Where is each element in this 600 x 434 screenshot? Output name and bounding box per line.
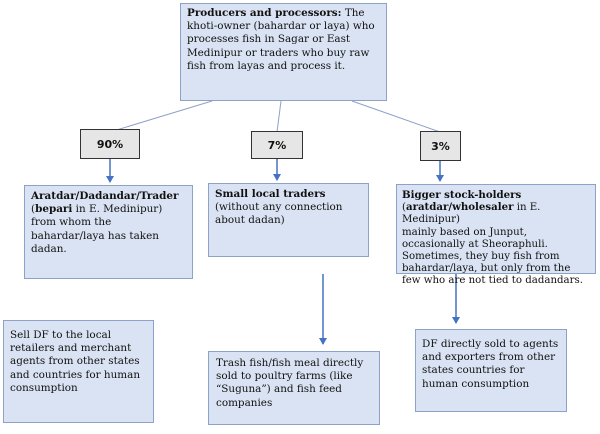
small-traders-text: (without any connection about dadan)	[215, 201, 343, 227]
small-traders-title: Small local traders	[215, 188, 326, 200]
stock-holders-term: aratdar/wholesaler	[405, 201, 514, 214]
stock-holders-text: mainly based on Junput, occasionally at …	[402, 226, 583, 287]
stock-holders-title: Bigger stock-holders	[402, 189, 522, 201]
df-direct-text: DF directly sold to agents and exporters…	[422, 338, 559, 390]
line-to-90	[109, 100, 213, 133]
df-direct-box: DF directly sold to agents and exporters…	[415, 329, 567, 412]
trash-fish-box: Trash fish/fish meal directly sold to po…	[208, 351, 380, 425]
line-to-7	[276, 100, 282, 133]
share-7-box: 7%	[251, 131, 303, 159]
aratdar-location-line: (bepari in E. Medinipur)	[31, 203, 163, 216]
trash-fish-text: Trash fish/fish meal directly sold to po…	[216, 357, 364, 409]
sell-df-text: Sell DF to the local retailers and merch…	[10, 329, 141, 394]
share-7-label: 7%	[267, 138, 287, 152]
sell-df-box: Sell DF to the local retailers and merch…	[3, 320, 154, 423]
aratdar-text: from whom the bahardar/laya has taken da…	[31, 216, 159, 255]
aratdar-title: Aratdar/Dadandar/Trader	[31, 190, 179, 202]
stock-holders-box: Bigger stock-holders (aratdar/wholesaler…	[396, 184, 596, 286]
share-90-box: 90%	[80, 129, 140, 159]
share-3-label: 3%	[431, 139, 450, 153]
producers-text: The khoti-owner (bahardar or laya) who p…	[187, 7, 375, 72]
aratdar-box: Aratdar/Dadandar/Trader (bepari in E. Me…	[24, 185, 193, 279]
producers-box: Producers and processors: The khoti-owne…	[180, 3, 387, 101]
producers-title: Producers and processors:	[187, 7, 342, 19]
share-3-box: 3%	[420, 131, 461, 161]
stock-holders-location-line: (aratdar/wholesaler in E. Medinipur)	[402, 201, 541, 226]
small-traders-box: Small local traders (without any connect…	[208, 183, 369, 257]
aratdar-bepari: bepari	[35, 203, 73, 216]
share-90-label: 90%	[96, 137, 124, 151]
line-to-3	[351, 100, 441, 133]
